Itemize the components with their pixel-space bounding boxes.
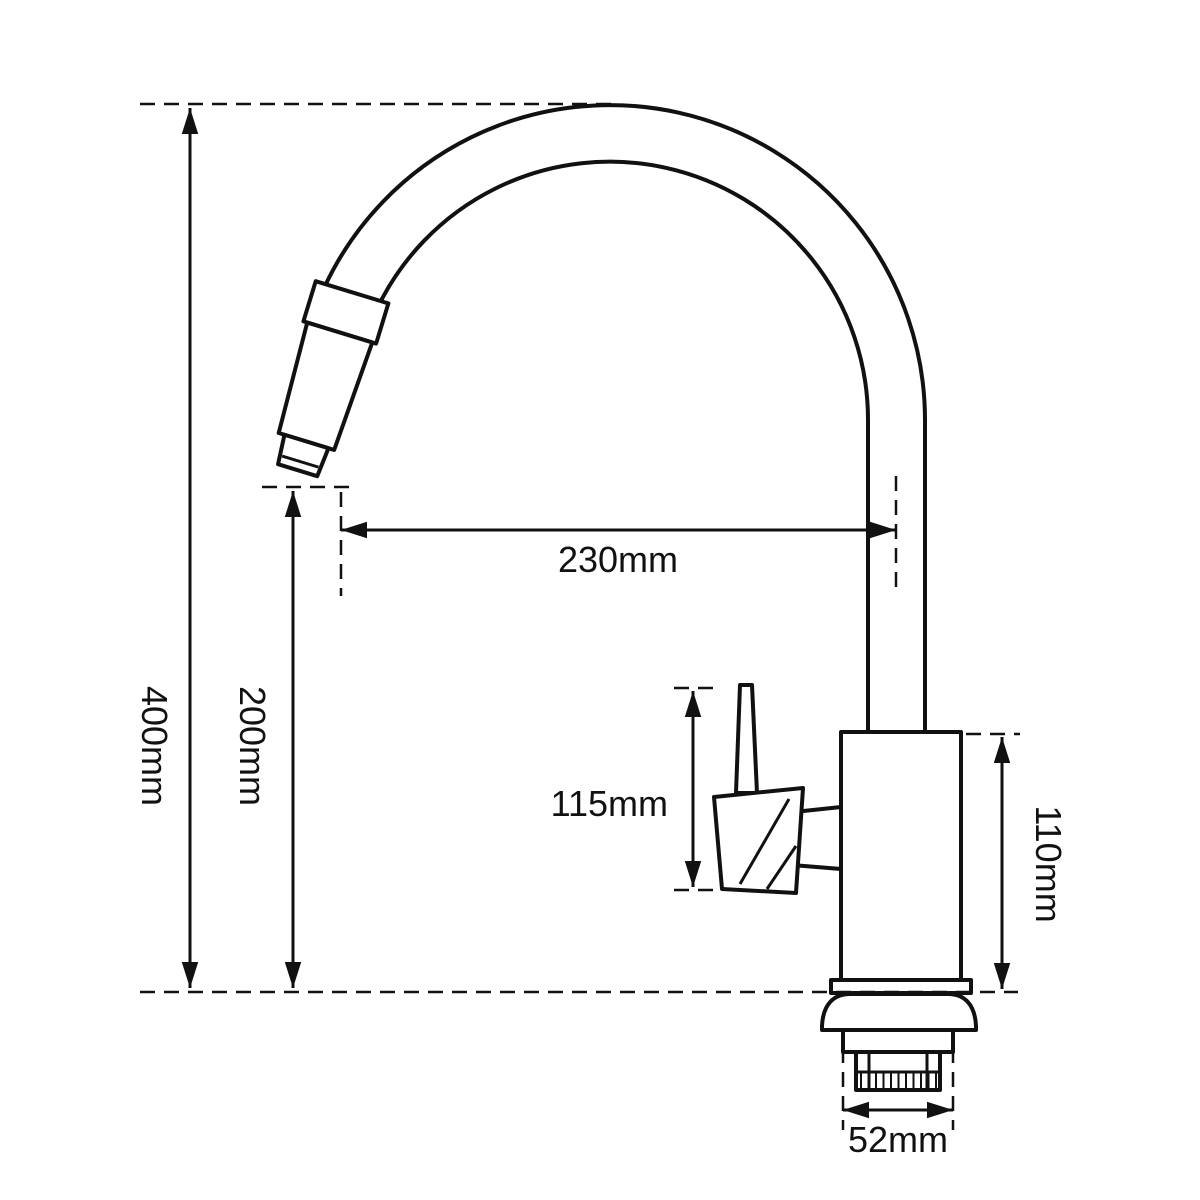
dim-label-base-width: 52mm — [848, 1119, 948, 1160]
spout-gooseneck — [322, 103, 927, 736]
dim-label-handle-height: 115mm — [551, 783, 668, 824]
spray-head-aerator-line — [281, 454, 319, 469]
spray-head-group — [276, 279, 391, 479]
handle-grip — [712, 786, 805, 895]
faucet-outline-group — [276, 103, 978, 1092]
thread-hatching — [860, 1073, 937, 1089]
dim-label-spout-reach: 230mm — [558, 539, 678, 580]
faucet-body — [839, 730, 963, 982]
deck-flange — [820, 992, 978, 1032]
dim-label-body-height: 110mm — [1028, 805, 1069, 922]
dim-label-spout-height: 200mm — [232, 686, 273, 806]
dimensions-group: 400mm 200mm 230mm 115mm 110mm 52mm — [134, 108, 1069, 1160]
handle-grip-facet-line-2 — [765, 845, 798, 890]
spray-head-body — [276, 320, 375, 452]
handle-lever-rod — [734, 683, 759, 795]
construction-lines-group — [140, 102, 1020, 1130]
spray-head-collar — [301, 279, 391, 346]
dim-label-overall-height: 400mm — [134, 686, 175, 806]
faucet-body-base-step — [829, 978, 973, 995]
mounting-nut — [841, 1028, 955, 1054]
handle-grip-facet-line-1 — [738, 798, 791, 885]
